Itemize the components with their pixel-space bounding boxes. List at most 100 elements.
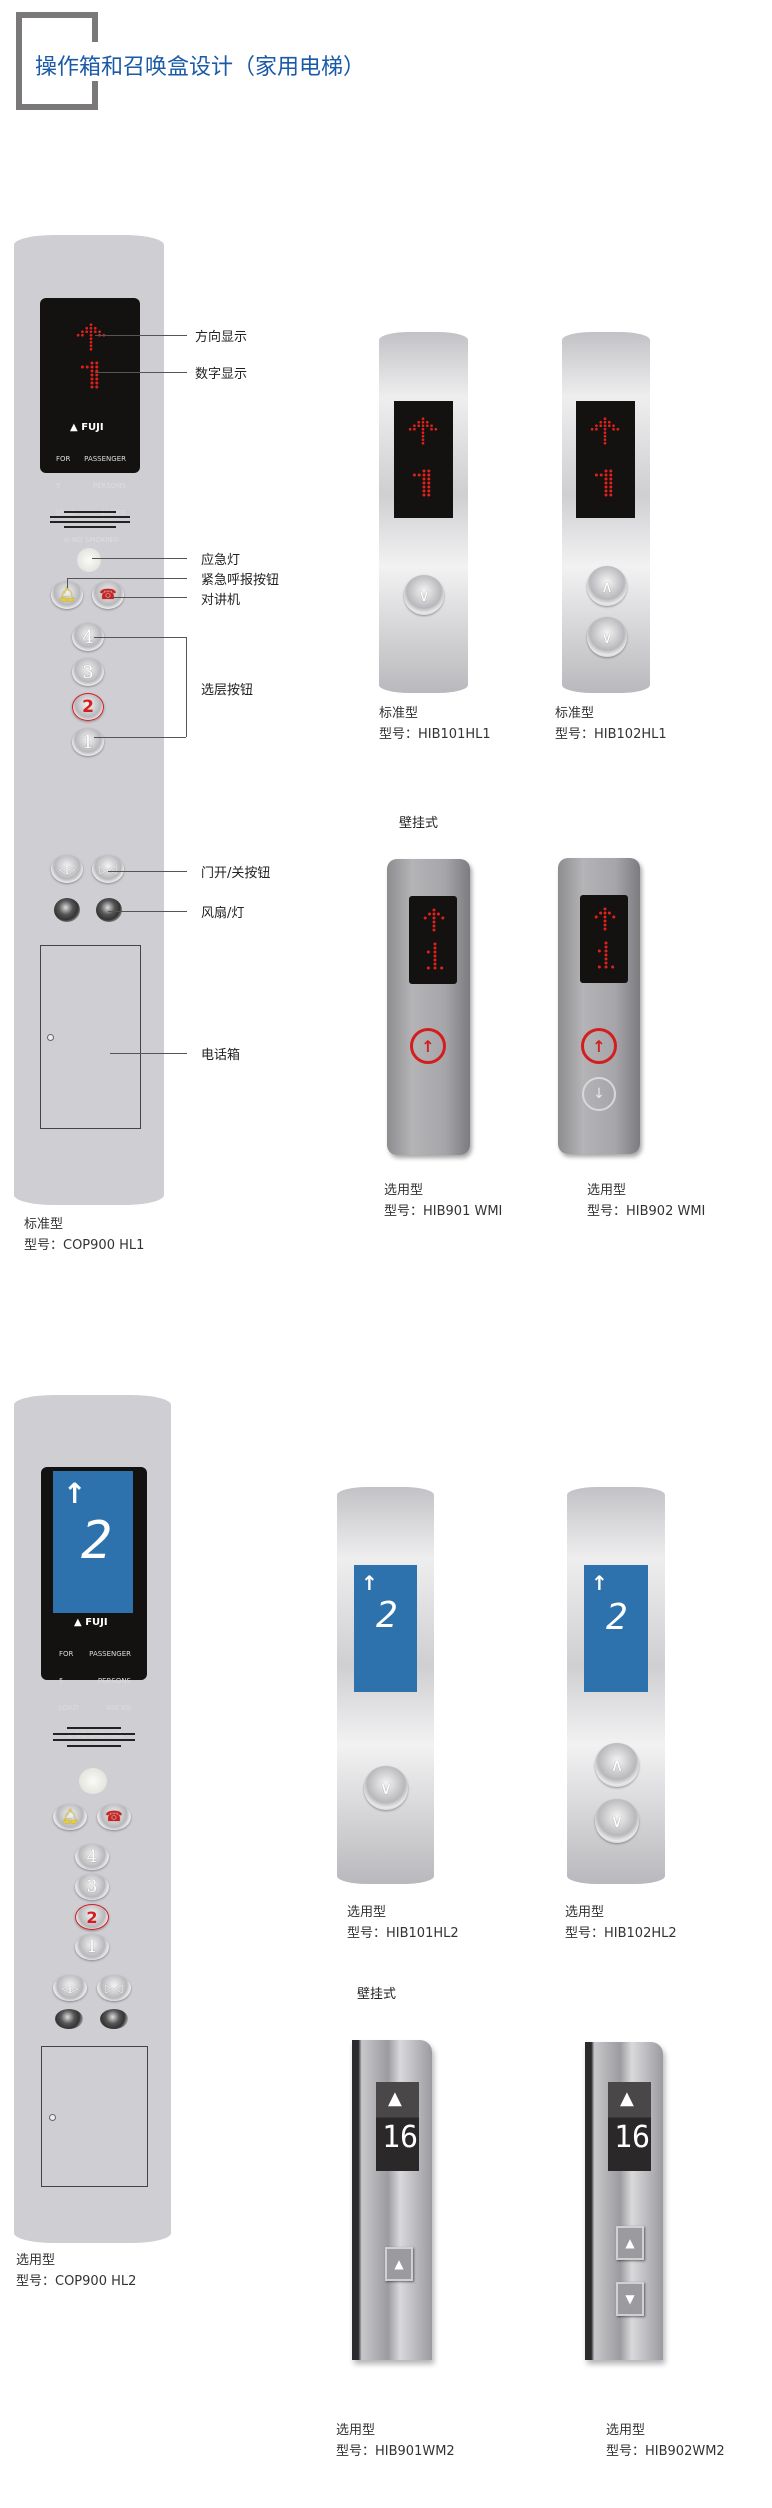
floor-button-4[interactable]: 4 bbox=[75, 1844, 109, 1870]
call-down-button[interactable]: ∨ bbox=[364, 1766, 408, 1810]
floor-digit-one bbox=[80, 361, 99, 389]
callout-line bbox=[110, 1053, 187, 1054]
callout-fan-light: 风扇/灯 bbox=[201, 906, 245, 921]
callout-line bbox=[67, 578, 68, 588]
call-up-button[interactable]: ↑ bbox=[410, 1028, 446, 1064]
plate-persons: PERSONS bbox=[92, 482, 126, 490]
led-dot bbox=[603, 434, 607, 438]
door-open-button[interactable]: ◁▷ bbox=[51, 855, 83, 883]
door-close-button[interactable]: ▷◁ bbox=[92, 855, 124, 883]
direction-arrow-icon bbox=[590, 417, 620, 445]
intercom-button[interactable]: ☎︎ bbox=[92, 581, 124, 609]
callout-intercom: 对讲机 bbox=[201, 593, 241, 608]
fan-switch[interactable] bbox=[54, 898, 80, 922]
floor-button-1[interactable]: 1 bbox=[75, 1934, 109, 1960]
floor-button-2[interactable]: 2 bbox=[72, 693, 104, 721]
led-dot bbox=[95, 377, 99, 381]
led-dot bbox=[421, 417, 425, 421]
led-dot bbox=[433, 958, 437, 962]
call-down-button[interactable]: ∨ bbox=[595, 1799, 639, 1843]
alarm-button[interactable]: 🔔︎ bbox=[53, 1804, 87, 1830]
light-switch[interactable] bbox=[96, 898, 122, 922]
led-dot bbox=[603, 911, 607, 915]
phone-box[interactable] bbox=[40, 945, 141, 1129]
chevron-down-icon: ∨ bbox=[601, 627, 613, 647]
fuji-logo: ▲ FUJI bbox=[70, 422, 104, 433]
direction-arrow-icon bbox=[594, 907, 616, 931]
led-dot bbox=[433, 966, 437, 970]
plate-passenger: PASSENGER bbox=[84, 455, 126, 463]
led-dot bbox=[433, 946, 437, 950]
chevron-up-icon: ∧ bbox=[610, 1754, 624, 1776]
call-down-button[interactable]: ▼ bbox=[616, 2282, 644, 2316]
caption-model: 型号：HIB902 WMI bbox=[587, 1204, 706, 1219]
led-dot bbox=[426, 950, 430, 954]
led-dot bbox=[609, 473, 613, 477]
call-up-button[interactable]: ∧ bbox=[595, 1743, 639, 1787]
led-dot bbox=[604, 473, 608, 477]
phone-box[interactable] bbox=[41, 2046, 148, 2187]
chevron-up-icon: ∧ bbox=[601, 576, 613, 596]
call-up-button[interactable]: ↑ bbox=[581, 1028, 617, 1064]
call-up-button[interactable]: ∧ bbox=[587, 566, 627, 606]
led-dot bbox=[603, 927, 607, 931]
plate-for: FOR bbox=[56, 455, 71, 463]
led-dot bbox=[604, 945, 608, 949]
led-dot bbox=[432, 924, 436, 928]
floor-button-1[interactable]: 1 bbox=[72, 728, 104, 756]
caption-model: 型号：HIB102HL1 bbox=[555, 727, 667, 742]
led-dot bbox=[604, 481, 608, 485]
hib902wmi-panel: ↑ ↓ bbox=[558, 858, 640, 1154]
led-dot bbox=[599, 420, 603, 424]
caption-model: 型号：HIB101HL2 bbox=[347, 1926, 459, 1941]
fan-switch[interactable] bbox=[55, 2009, 83, 2029]
caption-model: 型号：COP900 HL1 bbox=[24, 1238, 145, 1253]
floor-digit-one bbox=[594, 469, 613, 497]
call-down-button[interactable]: ∨ bbox=[404, 575, 444, 615]
bell-icon: 🔔︎ bbox=[61, 1809, 79, 1825]
no-smoking-icon: ⊘ bbox=[67, 1731, 74, 1739]
led-dot bbox=[603, 431, 607, 435]
led-dot bbox=[426, 966, 430, 970]
intercom-button[interactable]: ☎︎ bbox=[97, 1804, 131, 1830]
led-dot bbox=[603, 424, 607, 428]
floor-digit-one bbox=[426, 942, 444, 970]
led-dot bbox=[85, 365, 89, 369]
callout-line bbox=[67, 578, 187, 579]
call-up-button[interactable]: ▲ bbox=[616, 2226, 644, 2260]
led-dot bbox=[95, 381, 99, 385]
call-down-button[interactable]: ↓ bbox=[582, 1077, 616, 1111]
led-dot bbox=[604, 477, 608, 481]
floor-button-2[interactable]: 2 bbox=[75, 1904, 109, 1930]
led-dot bbox=[603, 420, 607, 424]
led-dot bbox=[423, 916, 427, 920]
lcd-screen: ↑ 2 bbox=[53, 1471, 133, 1613]
call-down-button[interactable]: ∨ bbox=[587, 617, 627, 657]
led-dot bbox=[428, 912, 432, 916]
light-switch[interactable] bbox=[100, 2009, 128, 2029]
led-dot bbox=[433, 962, 437, 966]
led-dot bbox=[422, 485, 426, 489]
floor-button-3[interactable]: 3 bbox=[72, 658, 104, 686]
led-dot bbox=[89, 330, 93, 334]
direction-arrow-icon bbox=[423, 908, 445, 932]
led-dot bbox=[93, 330, 97, 334]
door-open-button[interactable]: ◁▷ bbox=[53, 1975, 87, 2001]
callout-line bbox=[112, 597, 187, 598]
call-up-button[interactable]: ▲ bbox=[385, 2247, 413, 2281]
led-dot bbox=[604, 941, 608, 945]
led-dot bbox=[434, 427, 438, 431]
led-dot bbox=[89, 340, 93, 344]
callout-line bbox=[108, 911, 187, 912]
led-dot bbox=[609, 489, 613, 493]
callout-line bbox=[94, 637, 186, 638]
led-dot bbox=[432, 916, 436, 920]
led-dot bbox=[90, 361, 94, 365]
door-close-button[interactable]: ▷◁ bbox=[97, 1975, 131, 2001]
callout-emergency-light: 应急灯 bbox=[201, 553, 241, 568]
floor-indicator: 2 bbox=[376, 1595, 398, 1636]
callout-bracket bbox=[186, 637, 187, 737]
led-dot bbox=[421, 441, 425, 445]
floor-button-3[interactable]: 3 bbox=[75, 1874, 109, 1900]
speaker-grille bbox=[67, 1727, 121, 1729]
